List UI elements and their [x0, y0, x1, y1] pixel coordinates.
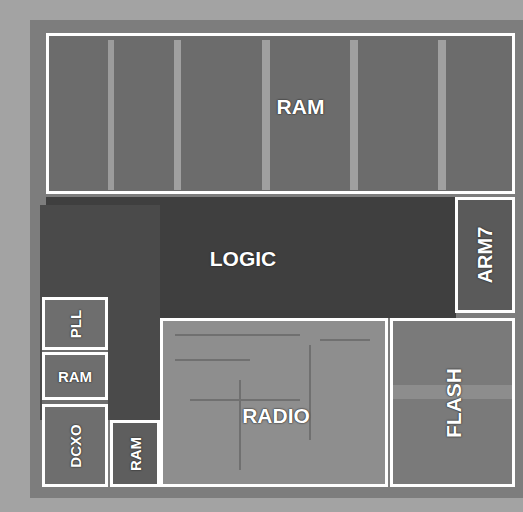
ram-block: RAM — [42, 352, 108, 400]
ram-block: RAM — [110, 420, 160, 487]
block-label: ARM7 — [475, 227, 495, 284]
block-label: RAM — [277, 95, 325, 116]
block-label: PLL — [68, 309, 83, 337]
pll-block: PLL — [42, 297, 108, 350]
block-label: RAM — [58, 369, 92, 384]
ram-block: RAM — [46, 33, 515, 194]
block-label: RADIO — [242, 404, 310, 425]
flash-block: FLASH — [390, 318, 515, 487]
block-label: RAM — [128, 436, 143, 470]
cpu-block: ARM7 — [455, 197, 515, 313]
oscillator-block: DCXO — [42, 404, 108, 487]
block-label: LOGIC — [210, 247, 277, 268]
radio-block: RADIO — [160, 318, 388, 487]
block-label: FLASH — [442, 368, 463, 438]
block-label: DCXO — [68, 424, 83, 467]
